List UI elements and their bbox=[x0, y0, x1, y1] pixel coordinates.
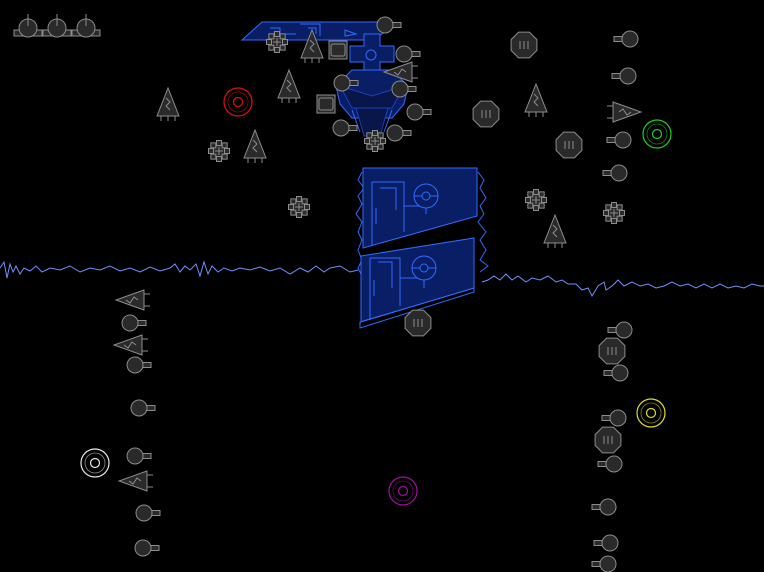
turret-icon bbox=[601, 409, 627, 427]
crate-icon bbox=[316, 94, 336, 114]
terrain bbox=[0, 260, 764, 298]
octagon-icon bbox=[555, 131, 583, 159]
arrow-ship-icon bbox=[112, 334, 148, 356]
gear-mine-icon bbox=[208, 140, 230, 162]
turret-icon bbox=[611, 67, 637, 85]
arrow-ship-icon bbox=[117, 470, 153, 492]
life-icon bbox=[71, 14, 101, 38]
tree-icon bbox=[277, 68, 301, 103]
turret-icon bbox=[395, 45, 421, 63]
tree-icon bbox=[156, 86, 180, 121]
turret-icon bbox=[406, 103, 432, 121]
turret-icon bbox=[376, 16, 402, 34]
red-player-orb bbox=[223, 87, 253, 117]
octagon-icon bbox=[404, 309, 432, 337]
enemy-units bbox=[112, 16, 643, 572]
blue-base-lower bbox=[359, 237, 475, 329]
octagon-icon bbox=[594, 426, 622, 454]
turret-icon bbox=[591, 498, 617, 516]
gear-mine-icon bbox=[525, 189, 547, 211]
turret-icon bbox=[613, 30, 639, 48]
arrow-ship-icon bbox=[114, 289, 150, 311]
turret-icon bbox=[606, 131, 632, 149]
octagon-icon bbox=[510, 31, 538, 59]
green-player-orb bbox=[642, 119, 672, 149]
purple-player-orb bbox=[388, 476, 418, 506]
tree-icon bbox=[300, 28, 324, 63]
tree-icon bbox=[243, 128, 267, 163]
octagon-icon bbox=[472, 100, 500, 128]
turret-icon bbox=[591, 555, 617, 572]
turret-icon bbox=[597, 455, 623, 473]
crate-icon bbox=[328, 40, 348, 60]
gear-mine-icon bbox=[266, 31, 288, 53]
turret-icon bbox=[130, 399, 156, 417]
turret-icon bbox=[391, 80, 417, 98]
player-orbs bbox=[80, 87, 672, 506]
turret-icon bbox=[386, 124, 412, 142]
turret-icon bbox=[126, 447, 152, 465]
turret-icon bbox=[126, 356, 152, 374]
blue-base-upper bbox=[362, 167, 478, 249]
tree-icon bbox=[543, 213, 567, 248]
lives-indicator bbox=[13, 14, 101, 38]
terrain-line-right bbox=[481, 273, 764, 298]
gear-mine-icon bbox=[288, 196, 310, 218]
life-icon bbox=[42, 14, 72, 38]
gear-mine-icon bbox=[603, 202, 625, 224]
life-icon bbox=[13, 14, 43, 38]
turret-icon bbox=[135, 504, 161, 522]
arrow-ship-icon bbox=[607, 101, 643, 123]
turret-icon bbox=[607, 321, 633, 339]
turret-icon bbox=[134, 539, 160, 557]
octagon-icon bbox=[598, 337, 626, 365]
gear-mine-icon bbox=[364, 130, 386, 152]
tree-icon bbox=[524, 82, 548, 117]
turret-icon bbox=[332, 119, 358, 137]
turret-icon bbox=[603, 364, 629, 382]
turret-icon bbox=[121, 314, 147, 332]
arrow-ship-icon bbox=[382, 61, 418, 83]
turret-icon bbox=[593, 534, 619, 552]
turret-icon bbox=[333, 74, 359, 92]
base-jagged-right bbox=[477, 171, 489, 273]
turret-icon bbox=[602, 164, 628, 182]
terrain-line-left bbox=[0, 260, 359, 279]
yellow-player-orb bbox=[636, 398, 666, 428]
blue-central-base bbox=[355, 167, 489, 329]
white-player-orb bbox=[80, 448, 110, 478]
